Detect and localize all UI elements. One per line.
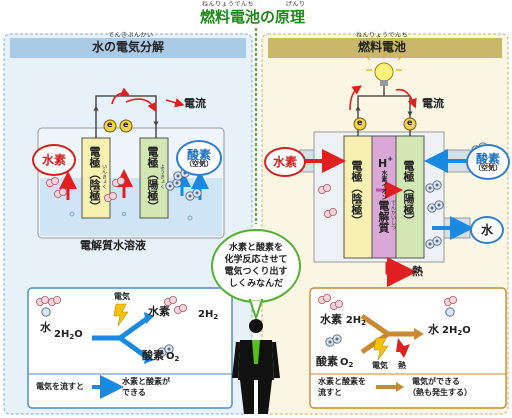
left-electron-2: e xyxy=(123,120,129,129)
left-box-water-formula: 2H2O xyxy=(54,330,83,341)
light-bulb xyxy=(374,62,394,82)
right-oxygen-label: 酸素 xyxy=(475,151,500,166)
right-water-tail: O xyxy=(462,325,471,336)
right-legend-right-2: （熱も発生する） xyxy=(408,388,472,397)
left-oxygen-badge: 酸素 （空気） xyxy=(176,140,222,176)
right-h2-main: 2H xyxy=(345,315,362,326)
left-legend-right-2: できる xyxy=(122,388,146,397)
speech-bubble-shape xyxy=(211,229,301,303)
right-header-ruby: ねんりょうでんち xyxy=(356,32,409,39)
left-box-oxygen: 酸素 xyxy=(142,349,164,362)
left-water-formula-tail: O xyxy=(74,329,83,340)
left-box-water: 水 xyxy=(40,322,51,333)
h-ion-sup: + xyxy=(387,155,394,163)
right-box-water-formula: 2H2O xyxy=(442,326,471,337)
left-cathode xyxy=(81,137,111,219)
left-header-ruby: でんきぶんかい xyxy=(108,32,154,39)
h-ion-label: 水素イオン xyxy=(380,170,387,200)
right-anode-label: 電極（陽極） xyxy=(402,160,415,226)
speech-line-1: 水素と酸素を xyxy=(228,243,283,253)
left-panel-header-bg xyxy=(10,38,246,58)
left-cathode-label: 電極（陰極） xyxy=(88,146,101,212)
h-ion-main: H xyxy=(378,157,388,170)
left-anode-label: 電極（陽極） xyxy=(146,146,159,212)
left-anode xyxy=(139,137,169,219)
left-oxygen-air: （空気） xyxy=(185,159,213,168)
right-panel-header-bg xyxy=(268,38,502,58)
left-panel-header: 水の電気分解 xyxy=(92,40,165,54)
electrolyte-label: 電解質 xyxy=(377,200,390,233)
left-o2-sub: 2 xyxy=(174,355,180,363)
left-oxygen-label: 酸素 xyxy=(186,147,211,162)
speech-line-2: 化学反応させて xyxy=(224,255,288,265)
left-box-water-text: 水 xyxy=(40,321,51,334)
right-water-main: 2H xyxy=(442,325,458,336)
right-legend-left-1: 水素と酸素を xyxy=(318,377,366,386)
left-legend-left: 電気を流すと xyxy=(36,382,84,391)
right-panel-header: 燃料電池 xyxy=(358,40,407,54)
right-cathode-label: 電極（陰極） xyxy=(350,160,363,226)
right-box-oxygen: 酸素 xyxy=(316,355,338,368)
title-ruby-left: ねんりょうでんち xyxy=(202,1,255,8)
presenter-figure xyxy=(232,319,280,414)
right-electron-1: e xyxy=(357,118,363,127)
heat-label: 熱 xyxy=(412,265,423,278)
left-hydrogen-label: 水素 xyxy=(41,153,66,167)
right-box-water: 水 xyxy=(428,323,439,336)
right-box-heat: 熱 xyxy=(398,361,406,370)
right-electron-2: e xyxy=(407,118,413,127)
left-box-electricity: 電気 xyxy=(114,292,130,301)
left-box-hydrogen-formula: 2H2 xyxy=(198,310,218,321)
left-water-formula-sub: 2 xyxy=(69,333,75,341)
left-legend-right-1: 水素と酸素が xyxy=(122,377,170,386)
water-out-label: 水 xyxy=(480,223,493,237)
right-box-oxygen-formula: O2 xyxy=(340,358,353,369)
right-legend-left-2: 流すと xyxy=(318,388,342,397)
speech-line-4: しくみなんだ xyxy=(228,279,284,289)
left-water-formula-main: 2H xyxy=(54,329,70,340)
left-anode-ruby: ようきょく xyxy=(159,164,165,189)
right-o2-main: O xyxy=(340,357,349,368)
left-box-hydrogen: 水素 xyxy=(148,305,170,318)
right-hydrogen-badge: 水素 xyxy=(264,147,306,177)
left-electron-1: e xyxy=(107,120,113,129)
left-cathode-ruby: いんきょく xyxy=(101,164,107,189)
right-legend-right-1: 電気ができる xyxy=(412,377,460,386)
left-hydrogen-badge: 水素 xyxy=(32,144,76,176)
left-o2-main: O xyxy=(166,351,175,362)
electrolyte-ruby: でんかいしつ xyxy=(390,200,396,230)
right-current-label: 電流 xyxy=(422,97,444,110)
left-h2-main: 2H xyxy=(198,309,214,320)
right-water-sub: 2 xyxy=(457,329,463,337)
right-oxygen-badge: 酸素 （空気） xyxy=(466,144,510,180)
right-oxygen-air: （空気） xyxy=(474,163,502,172)
left-electrolyte-label: 電解質水溶液 xyxy=(80,239,146,252)
left-h2-sub: 2 xyxy=(213,313,219,321)
right-box-electricity: 電気 xyxy=(372,361,388,370)
right-o2-sub: 2 xyxy=(348,361,354,369)
title-ruby-right: げんり xyxy=(286,1,306,8)
right-hydrogen-label: 水素 xyxy=(272,155,297,169)
right-h2-sub: 2 xyxy=(361,319,367,327)
water-out-badge: 水 xyxy=(470,216,504,244)
left-box-oxygen-formula: O2 xyxy=(166,352,179,363)
left-current-label: 電流 xyxy=(184,97,206,110)
right-box-h-text: 水素 xyxy=(320,313,342,326)
h-ion: H+ xyxy=(378,155,394,170)
right-box-hydrogen: 水素 2H2 xyxy=(320,314,366,327)
speech-line-3: 電気つくり出す xyxy=(224,267,288,277)
page-title: 燃料電池の原理 xyxy=(200,8,306,26)
